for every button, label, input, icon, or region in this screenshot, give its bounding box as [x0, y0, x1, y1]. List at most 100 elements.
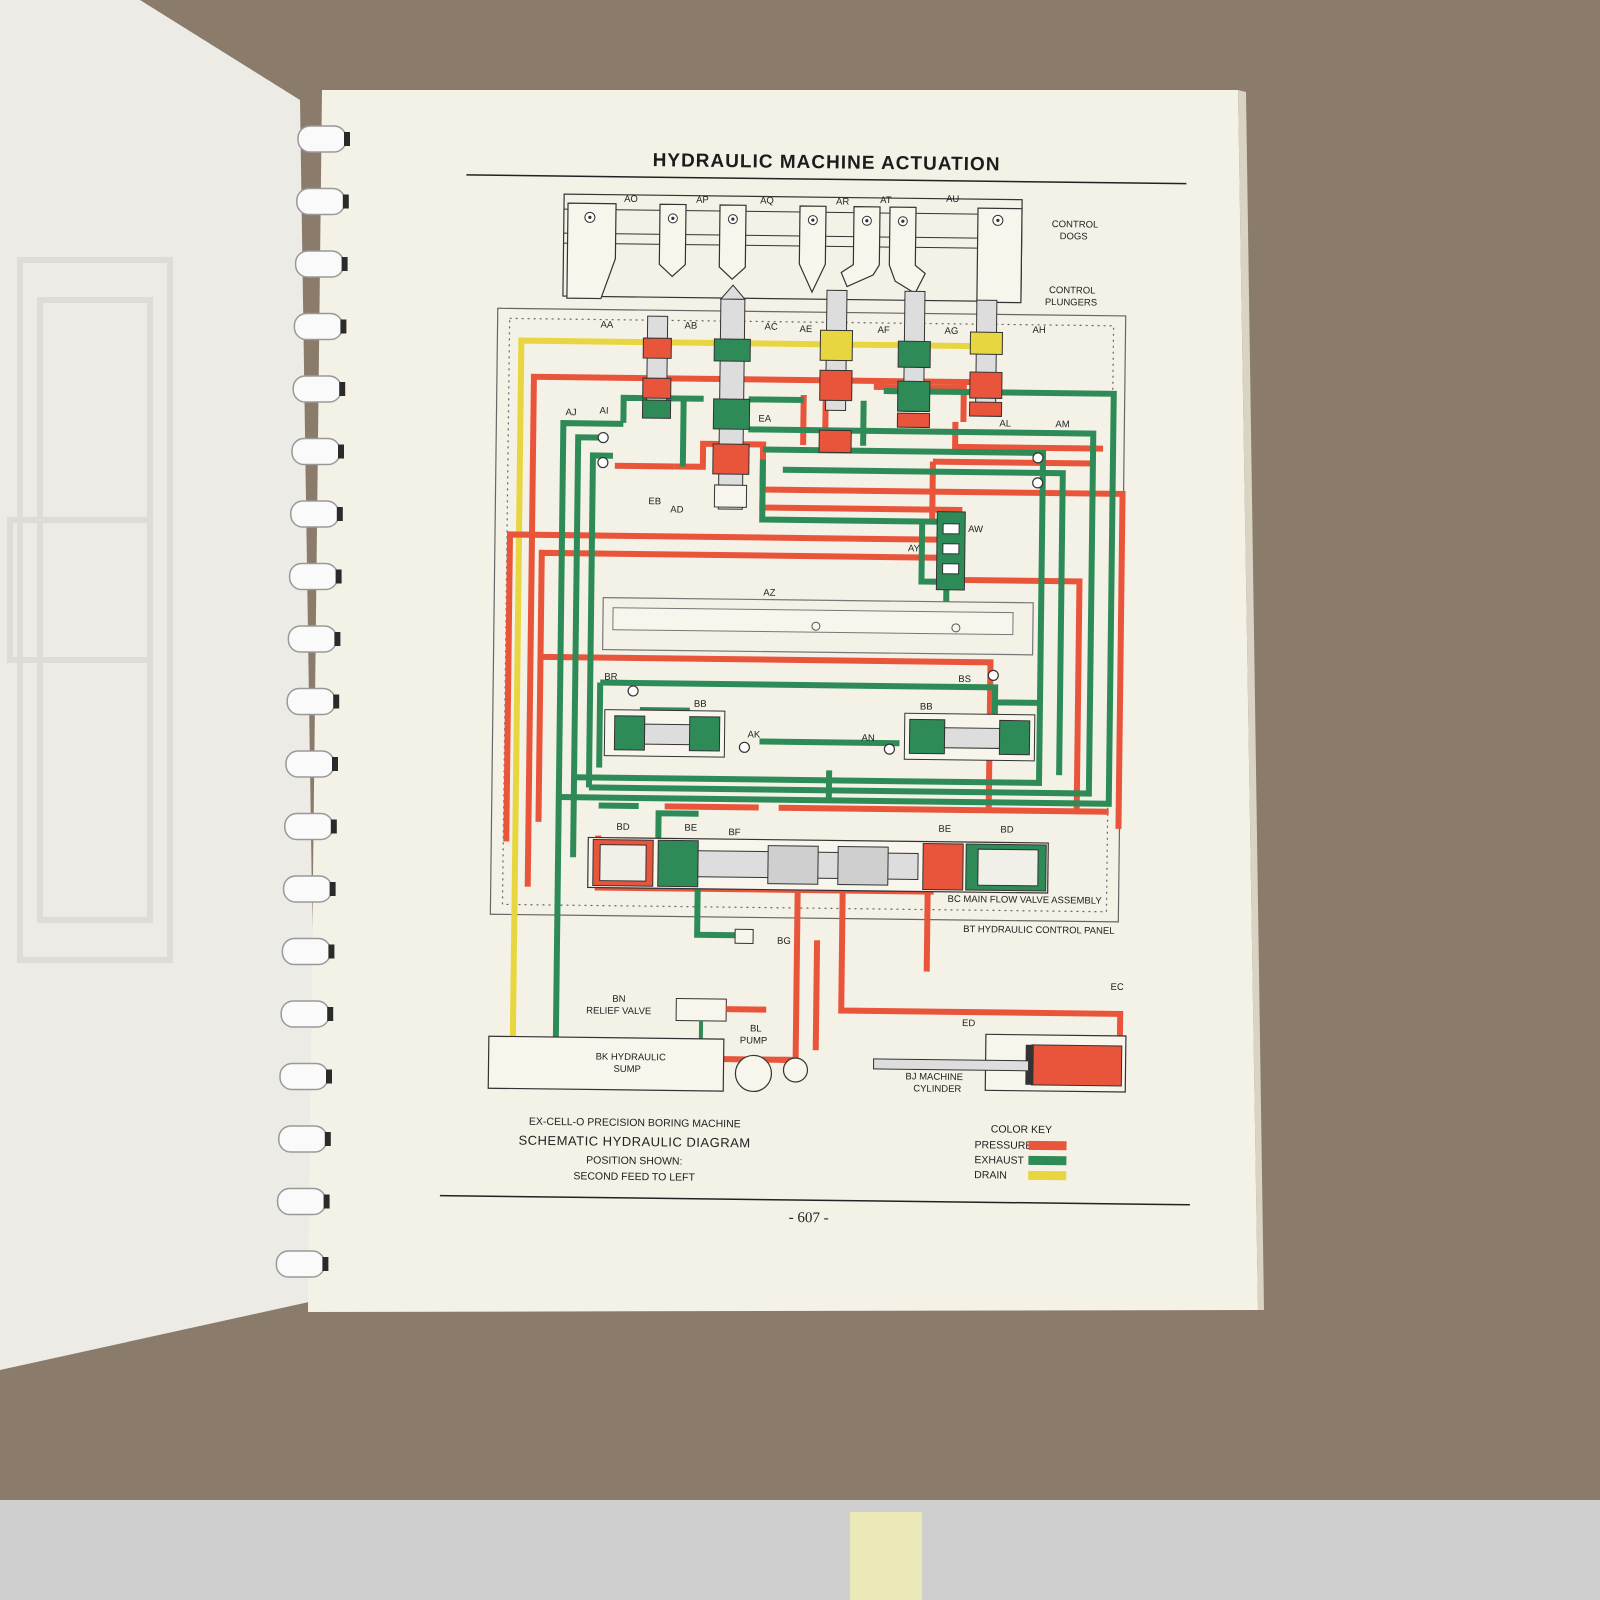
label-bk-2: SUMP — [613, 1064, 641, 1075]
label-ac: AC — [764, 322, 777, 333]
binding-ring — [284, 812, 334, 841]
caption-line-2: SCHEMATIC HYDRAULIC DIAGRAM — [518, 1133, 750, 1151]
color-key-label-2: DRAIN — [974, 1169, 1007, 1181]
label-control-dogs-1: CONTROL — [1052, 219, 1099, 231]
label-ad: AD — [670, 504, 683, 515]
spiral-binding — [275, 125, 350, 1278]
machine-cylinder — [872, 1033, 1127, 1093]
plunger-af — [896, 290, 931, 429]
label-bs: BS — [958, 674, 971, 685]
label-bd-right: BD — [1000, 824, 1013, 835]
binding-ring — [276, 1187, 327, 1216]
dog-at — [840, 206, 881, 288]
footer-rule — [439, 1194, 1190, 1206]
label-aj: AJ — [565, 407, 576, 418]
label-am: AM — [1055, 419, 1069, 430]
dog-at-2 — [888, 206, 926, 295]
control-plungers — [641, 284, 1004, 510]
label-az: AZ — [763, 588, 775, 599]
label-control-dogs-2: DOGS — [1060, 231, 1088, 242]
binding-hole — [334, 632, 341, 646]
binding-hole — [344, 132, 350, 146]
caption-line-4: SECOND FEED TO LEFT — [573, 1170, 695, 1183]
dog-aq — [718, 204, 747, 280]
binding-hole — [326, 1069, 332, 1084]
caption: EX-CELL-O PRECISION BORING MACHINE SCHEM… — [518, 1116, 750, 1184]
label-aq: AQ — [760, 195, 774, 206]
binding-ring — [285, 750, 335, 778]
az-table — [601, 596, 1034, 656]
binding-hole — [333, 694, 340, 709]
pump — [734, 1054, 809, 1093]
label-bd-left: BD — [616, 822, 629, 833]
label-control-plungers-1: CONTROL — [1049, 285, 1096, 297]
control-dogs — [566, 202, 1023, 304]
binding-ring — [296, 187, 346, 216]
label-bn-2: RELIEF VALVE — [586, 1005, 651, 1017]
caption-line-3: POSITION SHOWN: — [586, 1154, 682, 1167]
caption-line-1: EX-CELL-O PRECISION BORING MACHINE — [529, 1116, 741, 1131]
binding-hole — [332, 757, 338, 771]
binding-ring — [282, 875, 333, 903]
label-be-right: BE — [938, 824, 951, 835]
floor-strip — [0, 1500, 1600, 1600]
color-key-swatch-0 — [1028, 1140, 1067, 1151]
label-aa: AA — [600, 320, 613, 331]
left-page-bleed — [7, 257, 173, 963]
main-flow-valve — [587, 836, 1049, 894]
plunger-ag — [968, 299, 1004, 417]
binding-hole — [324, 1132, 331, 1146]
binding-ring — [278, 1125, 328, 1153]
binding-hole — [335, 569, 342, 584]
label-bj-1: BJ MACHINE — [905, 1071, 963, 1083]
color-key-swatch-2 — [1028, 1170, 1067, 1181]
binding-hole — [339, 382, 346, 396]
binding-ring — [279, 1062, 329, 1091]
binding-ring — [292, 375, 342, 403]
plunger-ac — [712, 284, 751, 510]
left-page — [0, 0, 318, 1370]
label-ae: AE — [799, 324, 812, 335]
binding-ring — [280, 1000, 330, 1028]
label-ec: EC — [1110, 982, 1123, 993]
diagram: HYDRAULIC MACHINE ACTUATION — [439, 150, 1190, 1226]
binding-hole — [323, 1194, 330, 1209]
label-ap: AP — [696, 195, 709, 206]
label-ag: AG — [944, 326, 958, 337]
binding-hole — [328, 944, 335, 959]
label-bg: BG — [777, 936, 791, 947]
label-at: AT — [880, 195, 892, 206]
label-eb: EB — [648, 496, 661, 507]
hydraulic-sump — [487, 1035, 725, 1092]
label-bj-2: CYLINDER — [913, 1083, 961, 1095]
label-an: AN — [861, 733, 874, 744]
label-ay: AY — [908, 543, 921, 554]
binding-ring — [281, 937, 332, 966]
color-key-title: COLOR KEY — [991, 1123, 1052, 1136]
label-ai: AI — [599, 406, 608, 417]
color-key: COLOR KEY PRESSURE EXHAUST DRAIN — [974, 1123, 1067, 1182]
plunger-ab — [641, 315, 672, 419]
label-ea: EA — [758, 413, 771, 424]
label-bf: BF — [728, 827, 740, 838]
binding-ring — [293, 312, 344, 341]
dog-ar — [798, 205, 827, 294]
dog-au — [976, 207, 1023, 304]
plunger-ae — [818, 289, 854, 454]
dog-pivot-dots — [588, 215, 1000, 223]
page-number: - 607 - — [789, 1210, 829, 1226]
label-au: AU — [946, 194, 959, 205]
sticky-tab — [850, 1512, 922, 1600]
color-key-label-1: EXHAUST — [974, 1154, 1024, 1167]
label-aw: AW — [968, 524, 983, 535]
binding-hole — [336, 507, 343, 521]
color-key-swatch-1 — [1028, 1155, 1067, 1166]
color-key-label-0: PRESSURE — [975, 1139, 1033, 1152]
label-be-left: BE — [684, 823, 697, 834]
binding-hole — [329, 882, 336, 896]
label-bl-2: PUMP — [740, 1035, 768, 1046]
title-rule — [466, 174, 1187, 185]
label-ed: ED — [962, 1018, 975, 1029]
binding-ring — [291, 437, 341, 466]
